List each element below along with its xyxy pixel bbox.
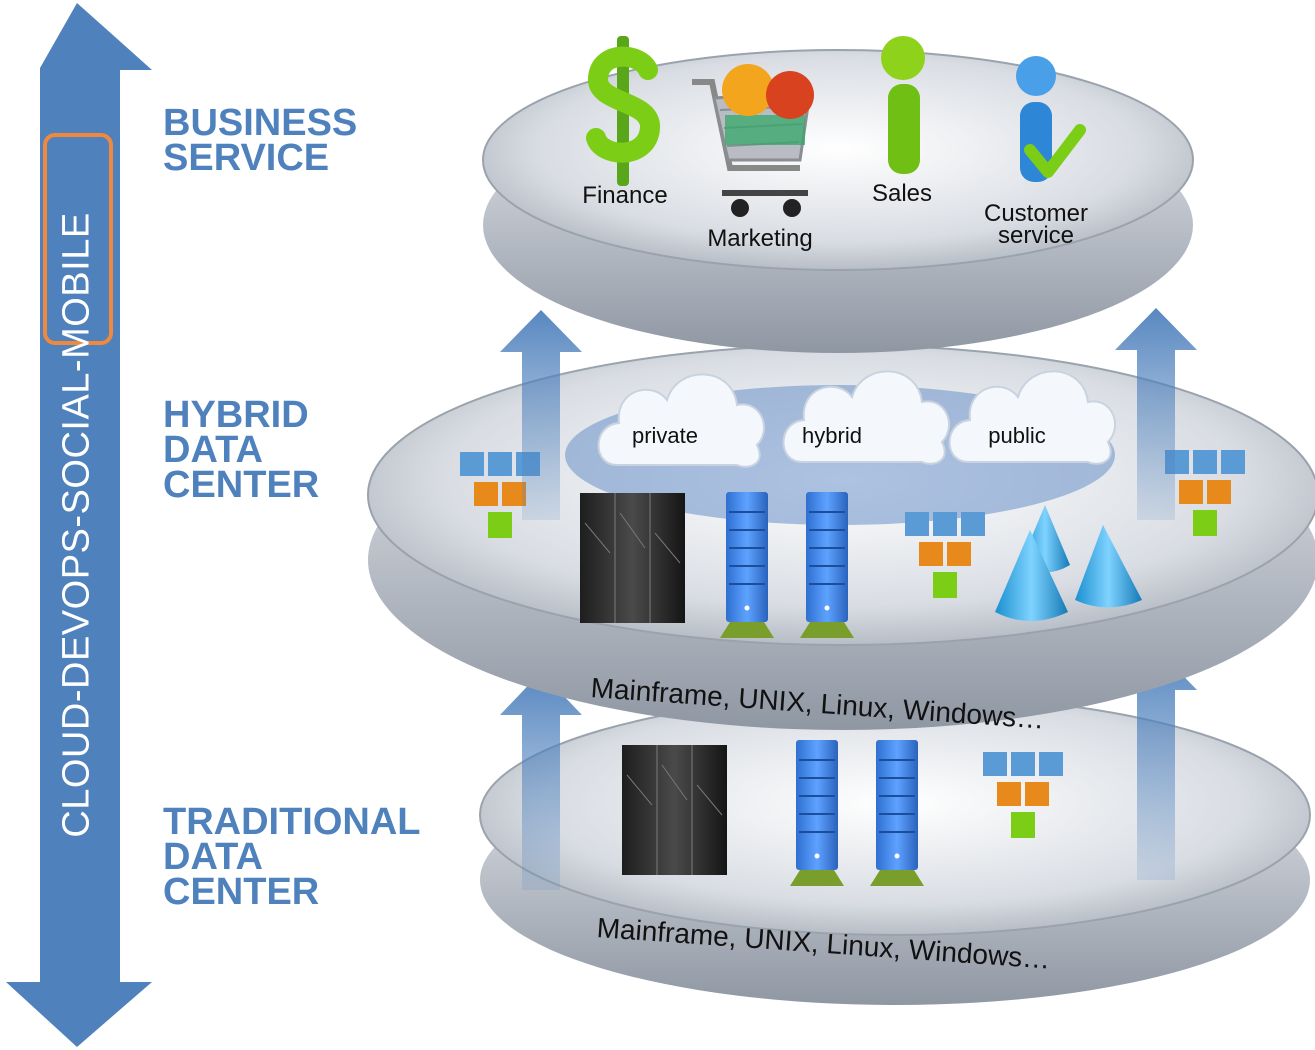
cloud-private-label: private: [631, 423, 699, 448]
shopping-cart-icon: [692, 64, 814, 217]
marketing-label: Marketing: [707, 225, 813, 252]
customer-label-line1: Customer: [983, 200, 1089, 227]
business-disc: [482, 49, 1194, 353]
traditional-title-line1: TRADITIONAL: [163, 801, 421, 843]
hybrid-mainframe: [579, 492, 686, 624]
up-arrow-left-upper: [500, 310, 582, 520]
traditional-mainframe: [621, 744, 728, 876]
hybrid-server-1: [719, 491, 775, 639]
customer-service-label: Customer service: [966, 200, 1106, 249]
hybrid-title-line1: HYBRID: [163, 394, 309, 436]
up-arrow-right-upper: [1115, 308, 1197, 520]
business-title-line1: BUSINESS: [163, 102, 358, 144]
sales-label: Sales: [871, 180, 933, 207]
business-title-line2: SERVICE: [163, 137, 330, 179]
cloud-public-label: public: [988, 423, 1046, 448]
mobile-highlight-box: [43, 133, 113, 345]
sales-person-icon: [881, 36, 925, 174]
up-arrow-left-lower: [500, 672, 582, 890]
vertical-axis-label: CLOUD-DEVOPS-SOCIAL-MOBILE: [55, 212, 98, 838]
hybrid-title-line3: CENTER: [163, 464, 320, 506]
business-service-title: BUSINESS SERVICE: [163, 102, 358, 179]
up-arrow-right-lower: [1115, 648, 1197, 880]
traditional-server-2: [869, 739, 925, 887]
customer-service-icon: [1016, 56, 1086, 182]
finance-label: Finance: [582, 182, 668, 209]
traditional-server-1: [789, 739, 845, 887]
customer-label-line2: service: [997, 222, 1075, 249]
cloud-hybrid-label: hybrid: [802, 423, 862, 448]
hybrid-server-2: [799, 491, 855, 639]
dollar-icon: [586, 36, 660, 186]
hybrid-cones: [995, 505, 1142, 621]
hybrid-title-line2: DATA: [163, 429, 263, 471]
traditional-data-center-title: TRADITIONAL DATA CENTER: [163, 801, 421, 913]
traditional-title-line2: DATA: [163, 836, 263, 878]
vertical-double-arrow: [6, 3, 152, 1047]
hybrid-data-center-title: HYBRID DATA CENTER: [163, 394, 320, 506]
traditional-title-line3: CENTER: [163, 871, 320, 913]
